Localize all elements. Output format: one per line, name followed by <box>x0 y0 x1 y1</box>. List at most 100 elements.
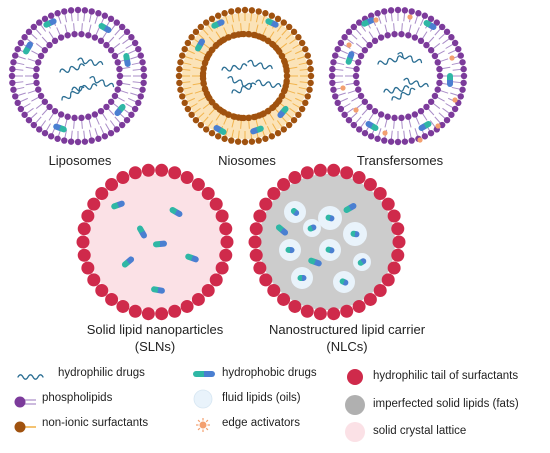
hydrophobic-drug-capsule <box>98 23 112 33</box>
lipid-head-outer <box>47 12 55 19</box>
lipid-head-outer <box>176 65 183 73</box>
lipid-head-outer <box>285 121 293 129</box>
hydrophobic-drug-capsule <box>185 253 199 263</box>
surfactant-head <box>155 307 169 321</box>
lipid-head-outer <box>268 12 276 19</box>
lipid-head-outer <box>137 93 144 100</box>
lipid-head-inner <box>91 111 99 118</box>
lipid-head-outer <box>25 116 33 124</box>
surfactant-head <box>277 178 291 192</box>
lipid-head-inner <box>64 113 71 120</box>
edge-activator <box>340 85 346 91</box>
lipid-head-inner <box>411 111 419 118</box>
lipid-head-inner <box>37 52 45 60</box>
surfactant-head <box>168 166 182 180</box>
lipid-head-outer <box>345 116 353 124</box>
surfactant-head <box>95 186 109 200</box>
lipid-head-inner <box>405 113 412 120</box>
lipid-head-outer <box>337 39 345 47</box>
lipid-head-inner <box>427 47 435 54</box>
surfactant-head-inner <box>240 30 247 38</box>
lipid-head-outer <box>356 126 363 133</box>
edge-activator <box>435 123 441 129</box>
lipid-head-inner <box>366 41 373 49</box>
transfersome-vesicle <box>328 6 468 146</box>
lipid-head-outer <box>459 59 466 66</box>
lipid-head-outer <box>457 52 464 59</box>
hydrophobic-drug-capsule <box>169 207 183 217</box>
lipid-head-inner <box>64 32 71 39</box>
surfactant-head <box>180 171 194 185</box>
surfactant-head <box>128 166 142 180</box>
lipid-head-outer <box>192 116 200 124</box>
lipid-head-inner <box>37 92 45 100</box>
lipid-head-outer <box>304 93 311 100</box>
lipid-head-outer <box>12 93 19 100</box>
edge-activator <box>346 42 352 48</box>
surfactant-head <box>76 235 90 249</box>
lipid-head-outer <box>421 12 429 19</box>
lipid-head-outer <box>460 72 468 80</box>
hydrophobic-drug-capsule <box>111 200 125 210</box>
lipid-head-inner <box>91 34 99 41</box>
surfactant-head-inner <box>250 113 258 121</box>
surfactant-head-inner <box>230 113 237 120</box>
lipid-head-inner <box>436 65 443 73</box>
surfactant-head <box>248 235 262 249</box>
surfactant-head-inner <box>225 34 232 41</box>
lipid-head-outer <box>177 86 184 93</box>
surfactant-head <box>313 307 327 321</box>
lipid-head-outer <box>455 45 462 53</box>
surfactant-head-inner <box>282 62 289 69</box>
lipid-head-outer <box>41 15 49 23</box>
surfactant-head <box>105 292 119 306</box>
lipid-head-outer <box>140 79 147 87</box>
lipid-head-outer <box>433 19 440 26</box>
surfactant-head <box>387 261 401 275</box>
lipid-head-outer <box>10 86 17 93</box>
surfactant-head-inner <box>200 65 207 72</box>
lipid-head-outer <box>302 99 309 107</box>
lipid-head-outer <box>381 137 388 144</box>
lipid-head-inner <box>103 41 110 49</box>
lipid-head-outer <box>113 19 120 26</box>
surfactant-head <box>77 222 91 236</box>
hydrophobic-drug-capsule <box>211 19 225 29</box>
surfactant-head-inner <box>200 80 207 87</box>
hydrophobic-drug-capsule <box>114 103 126 117</box>
lipid-head-inner <box>436 79 443 87</box>
lipid-head-outer <box>203 19 210 26</box>
lipid-head-inner <box>57 111 65 118</box>
lipid-head-outer <box>280 126 287 133</box>
lipid-head-outer <box>118 23 126 31</box>
lipid-head-inner <box>33 79 40 87</box>
surfactant-head <box>340 166 354 180</box>
hydrophilic-drug-wave <box>221 63 248 72</box>
edge-activator <box>452 97 458 103</box>
phospholipid-icon <box>14 396 26 408</box>
lipid-head-outer <box>101 12 109 19</box>
sln-caption-line2: (SLNs) <box>134 339 176 354</box>
hydrophobic-drug-capsule <box>423 20 437 30</box>
surfactant-head <box>253 209 267 223</box>
lipid-head-outer <box>427 129 435 137</box>
lipid-head-outer <box>14 99 21 107</box>
lipid-head-outer <box>290 116 298 124</box>
lipid-head-outer <box>54 135 61 142</box>
surfactant-head-inner <box>201 60 209 67</box>
lipid-head-outer <box>241 6 249 14</box>
lipid-head-outer <box>268 133 276 140</box>
surfactant-head <box>392 235 406 249</box>
surfactant-head <box>116 299 130 313</box>
lipid-head-outer <box>262 135 269 142</box>
lipid-head-outer <box>123 28 131 36</box>
hydrophobic-drug-capsule <box>151 286 165 294</box>
lipid-head-outer <box>329 65 336 73</box>
lipid-head-outer <box>81 7 89 14</box>
lipid-head-outer <box>460 79 467 87</box>
lipid-head-outer <box>67 7 75 14</box>
surfactant-head <box>77 248 91 262</box>
hydrophobic-drug-capsule <box>307 224 317 232</box>
lipid-head-outer <box>184 39 192 47</box>
lipid-head-outer <box>302 45 309 53</box>
